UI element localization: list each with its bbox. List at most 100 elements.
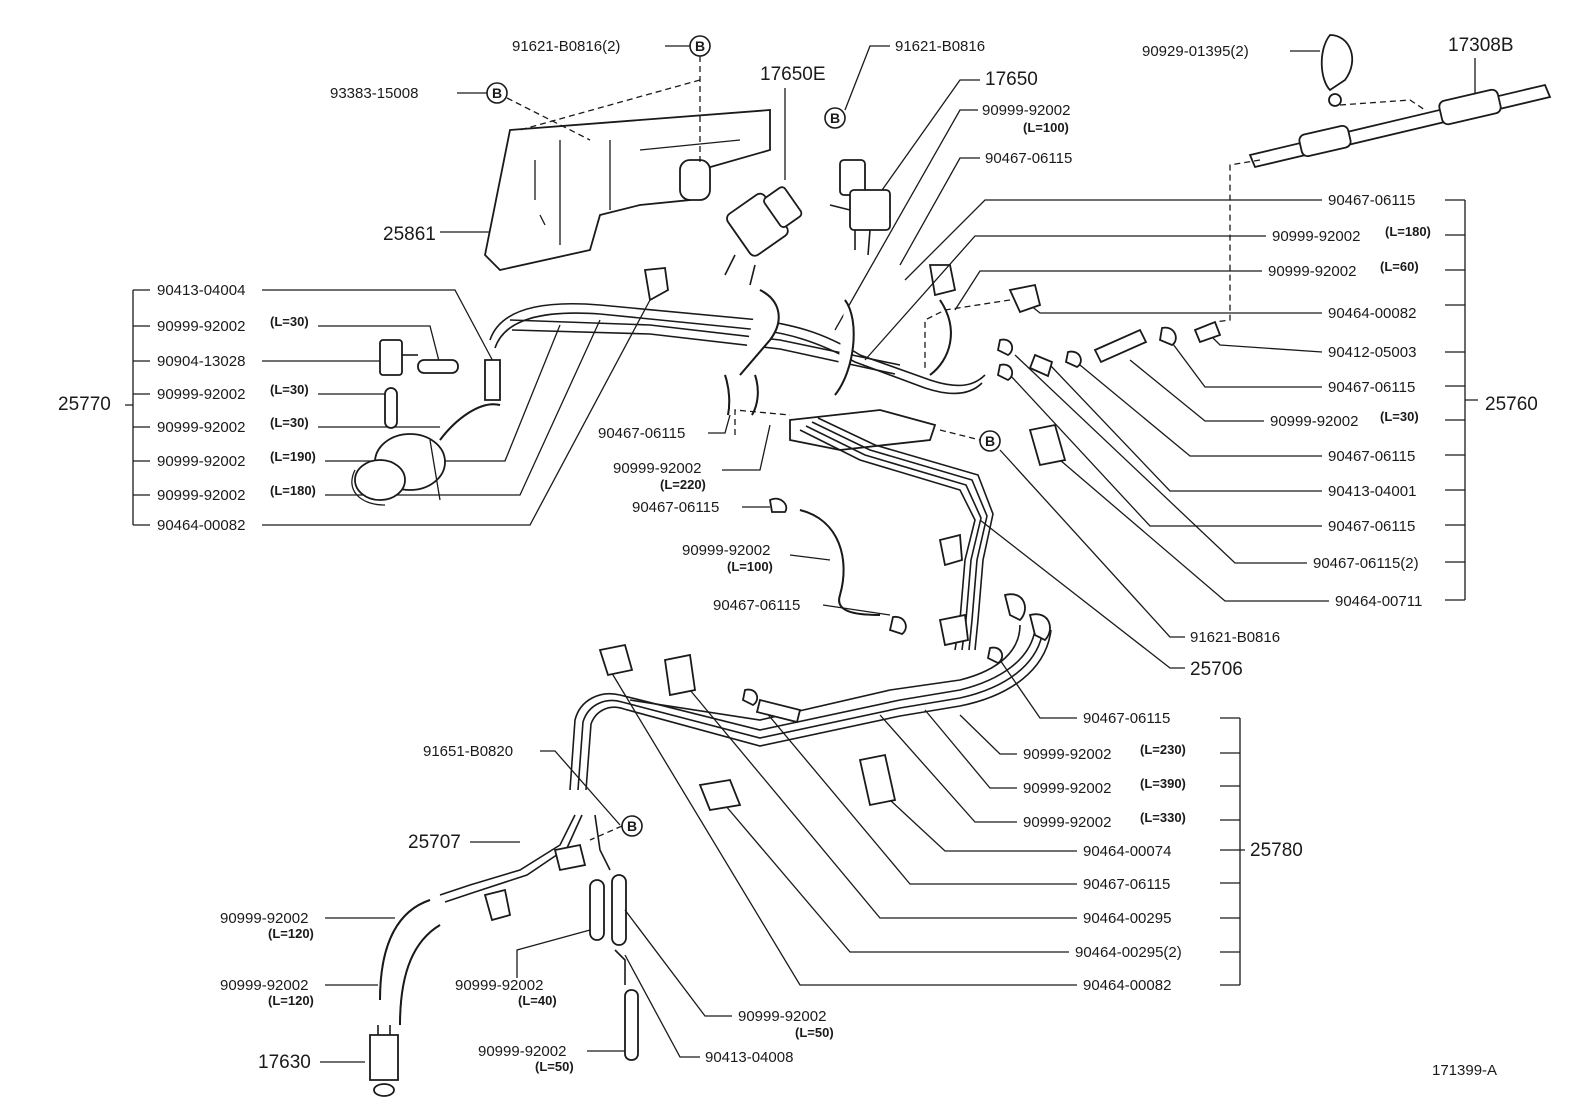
label-lm3: 90999-92002	[478, 1043, 566, 1060]
main-hoses	[489, 264, 986, 416]
label-b4-len: (L=330)	[1140, 810, 1186, 825]
label-lm2: 90999-92002	[738, 1008, 826, 1025]
clip-b5	[858, 753, 897, 807]
label-l4: 90999-92002	[157, 386, 245, 403]
clip-b8	[698, 778, 742, 812]
label-lm2-len: (L=50)	[795, 1025, 834, 1040]
label-l1: 90413-04004	[157, 282, 245, 299]
label-l5: 90999-92002	[157, 419, 245, 436]
label-ll1-len: (L=120)	[268, 926, 314, 941]
label-17650: 17650	[985, 69, 1038, 90]
clamp-r6	[1158, 326, 1177, 347]
clip-r4	[1008, 283, 1042, 314]
sensor-17630	[369, 1025, 399, 1097]
pipe-assembly-25780	[569, 593, 1052, 791]
vsv-90904-13028	[379, 339, 418, 376]
label-l2: 90999-92002	[157, 318, 245, 335]
svg-text:B: B	[492, 85, 502, 101]
label-25861: 25861	[383, 224, 436, 245]
label-25707-text: 25707	[408, 832, 461, 853]
label-17308b: 17308B	[1448, 35, 1514, 56]
label-90999-l100-top: 90999-92002	[982, 102, 1070, 119]
label-r3-len: (L=60)	[1380, 259, 1419, 274]
label-25770: 25770	[58, 394, 111, 415]
vsv-17650	[829, 159, 891, 256]
label-r7: 90999-92002	[1270, 413, 1358, 430]
label-17630: 17630	[258, 1052, 311, 1073]
svg-text:B: B	[830, 110, 840, 126]
label-r11: 90467-06115(2)	[1313, 555, 1419, 572]
label-90929-01395: 90929-01395(2)	[1142, 43, 1249, 60]
label-b3: 90999-92002	[1023, 780, 1111, 797]
label-m4-len: (L=100)	[727, 559, 773, 574]
label-l2-len: (L=30)	[270, 314, 309, 329]
label-l8: 90464-00082	[157, 517, 245, 534]
label-r3: 90999-92002	[1268, 263, 1356, 280]
marker-b-3: B	[824, 107, 846, 129]
clamp-r8	[1064, 350, 1082, 369]
label-r12: 90464-00711	[1335, 593, 1422, 610]
label-b5: 90464-00074	[1083, 843, 1171, 860]
label-lm4: 90413-04008	[705, 1049, 793, 1066]
marker-b-5: B	[621, 815, 643, 837]
label-r6: 90467-06115	[1328, 379, 1415, 396]
label-l4-len: (L=30)	[270, 382, 309, 397]
throttle-body-left	[351, 433, 446, 506]
label-l6-len: (L=190)	[270, 449, 316, 464]
clip-b7	[663, 653, 697, 697]
label-r13: 91621-B0816	[1190, 629, 1280, 646]
small-hoses-left	[384, 359, 501, 441]
label-b2-len: (L=230)	[1140, 742, 1186, 757]
label-r8: 90467-06115	[1328, 448, 1415, 465]
label-ll1: 90999-92002	[220, 910, 308, 927]
pipe-assembly-25706	[789, 409, 994, 651]
label-l7: 90999-92002	[157, 487, 245, 504]
label-l7-len: (L=180)	[270, 483, 316, 498]
label-l6: 90999-92002	[157, 453, 245, 470]
bracket-25861	[484, 109, 771, 271]
label-r14: 25706	[1190, 659, 1243, 680]
label-m3: 90467-06115	[632, 499, 719, 516]
svg-text:B: B	[695, 38, 705, 54]
label-r4: 90464-00082	[1328, 305, 1416, 322]
svg-text:B: B	[627, 818, 637, 834]
label-r2-len: (L=180)	[1385, 224, 1431, 239]
label-ll2: 90999-92002	[220, 977, 308, 994]
label-b7: 90464-00295	[1083, 910, 1171, 927]
label-l3: 90904-13028	[157, 353, 245, 370]
label-91621-b0816-2: 91621-B0816(2)	[512, 38, 620, 55]
marker-b-4: B	[979, 430, 1001, 452]
fitting-r5	[1193, 320, 1222, 344]
clamp-r10	[996, 338, 1014, 382]
marker-b-1: B	[689, 35, 711, 57]
hose-r7	[1093, 328, 1148, 364]
label-b6: 90467-06115	[1083, 876, 1170, 893]
label-r1: 90467-06115	[1328, 192, 1415, 209]
label-b2: 90999-92002	[1023, 746, 1111, 763]
clip-b9	[598, 643, 634, 677]
label-25760: 25760	[1485, 394, 1538, 415]
label-r9: 90413-04001	[1328, 483, 1416, 500]
fitting-r9	[1028, 353, 1054, 378]
label-25780: 25780	[1250, 840, 1303, 861]
label-m2: 90999-92002	[613, 460, 701, 477]
label-m1: 90467-06115	[598, 425, 685, 442]
vsv-17650e	[724, 186, 803, 286]
label-b9: 90464-00082	[1083, 977, 1171, 994]
pipe-assembly-25707	[439, 814, 611, 922]
clamp-m5	[888, 616, 907, 636]
label-91621-b0816-top: 91621-B0816	[895, 38, 985, 55]
label-r10: 90467-06115	[1328, 518, 1415, 535]
label-m2-len: (L=220)	[660, 477, 706, 492]
label-b8: 90464-00295(2)	[1075, 944, 1182, 961]
label-r5: 90412-05003	[1328, 344, 1416, 361]
label-17650e: 17650E	[760, 64, 826, 85]
label-93383-15008: 93383-15008	[330, 85, 418, 102]
label-m4: 90999-92002	[682, 542, 770, 559]
marker-b-2: B	[486, 82, 508, 104]
lower-left-hoses	[379, 899, 441, 1026]
label-m5: 90467-06115	[713, 597, 800, 614]
clamp-90929	[1320, 34, 1354, 107]
label-90467-top: 90467-06115	[985, 150, 1072, 167]
